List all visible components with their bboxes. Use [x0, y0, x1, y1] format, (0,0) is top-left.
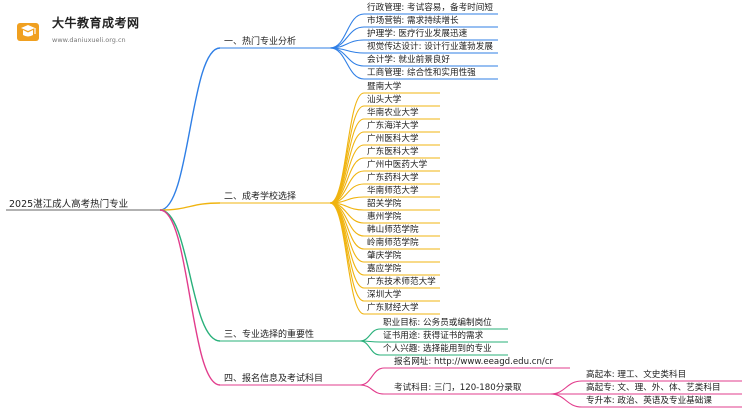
branch-hot-majors-line-item-5	[329, 47, 365, 80]
major-item: 会计学: 就业前景良好	[367, 55, 450, 65]
school-item: 广东医科大学	[367, 147, 419, 157]
branch-schools: 二、成考学校选择	[224, 192, 297, 202]
branch-schools-line-item-1	[329, 105, 365, 204]
major-item: 市场营销: 需求持续增长	[367, 16, 459, 26]
school-item: 广州医科大学	[367, 134, 419, 144]
branch-schools-line	[159, 202, 221, 211]
branch-schools-line-item-15	[329, 202, 365, 289]
logo: 大牛教育成考网 www.daniuxueli.org.cn	[14, 14, 214, 50]
exam-subitem: 专升本: 政治、英语及专业基础课	[586, 396, 712, 406]
school-item: 广州中医药大学	[367, 160, 428, 170]
branch-schools-line-item-16	[329, 202, 365, 302]
branch-importance-line	[159, 209, 221, 342]
school-item: 嘉应学院	[367, 264, 402, 274]
branch-importance-line-item-2	[359, 340, 381, 356]
branch-schools-line-item-5	[329, 157, 365, 204]
school-item: 广东财经大学	[367, 303, 419, 313]
branch-hot-majors-line-item-0	[329, 13, 365, 49]
exam-subitem: 高起专: 文、理、外、体、艺类科目	[586, 383, 721, 393]
school-item: 韶关学院	[367, 199, 402, 209]
exam-subitem-line-2	[549, 393, 583, 408]
school-item: 暨南大学	[367, 82, 402, 92]
school-item: 深圳大学	[367, 290, 402, 300]
school-item: 广东海洋大学	[367, 121, 419, 131]
branch-registration-line	[159, 209, 221, 386]
branch-importance-line-item-0	[359, 328, 381, 342]
school-item: 广东技术师范大学	[367, 277, 436, 287]
root-topic: 2025湛江成人高考热门专业	[9, 199, 129, 210]
exam-subjects: 考试科目: 三门，120-180分录取	[394, 383, 522, 393]
branch-schools-line-item-3	[329, 131, 365, 204]
logo-title: 大牛教育成考网	[52, 16, 140, 30]
branch-hot-majors-line	[159, 47, 221, 211]
branch-schools-line-item-2	[329, 118, 365, 204]
importance-item: 个人兴趣: 选择能用到的专业	[383, 344, 492, 354]
school-item: 韩山师范学院	[367, 225, 419, 235]
logo-icon	[17, 23, 39, 41]
school-item: 肇庆学院	[367, 251, 402, 261]
school-item: 华南农业大学	[367, 108, 419, 118]
major-item: 视觉传达设计: 设计行业蓬勃发展	[367, 42, 493, 52]
importance-item: 职业目标: 公务员或编制岗位	[383, 318, 492, 328]
school-item: 华南师范大学	[367, 186, 419, 196]
major-item: 工商管理: 综合性和实用性强	[367, 68, 476, 78]
branch-schools-line-item-17	[329, 202, 365, 315]
school-item: 岭南师范学院	[367, 238, 419, 248]
logo-url: www.daniuxueli.org.cn	[52, 36, 126, 44]
branch-registration-line-item-0	[359, 367, 385, 386]
exam-subitem: 高起本: 理工、文史类科目	[586, 370, 687, 380]
importance-item: 证书用途: 获得证书的需求	[383, 331, 484, 341]
branch-registration: 四、报名信息及考试科目	[224, 374, 324, 384]
registration-url: 报名网址: http://www.eeagd.edu.cn/cr	[394, 357, 554, 367]
exam-subitem-line-0	[549, 380, 583, 395]
branch-importance: 三、专业选择的重要性	[224, 330, 315, 340]
major-item: 行政管理: 考试容易，备考时间短	[367, 3, 493, 13]
school-item: 汕头大学	[367, 95, 402, 105]
branch-registration-line-item-1	[359, 384, 385, 395]
school-item: 惠州学院	[367, 212, 402, 222]
major-item: 护理学: 医疗行业发展迅速	[367, 29, 468, 39]
branch-hot-majors: 一、热门专业分析	[224, 37, 297, 47]
school-item: 广东药科大学	[367, 173, 419, 183]
